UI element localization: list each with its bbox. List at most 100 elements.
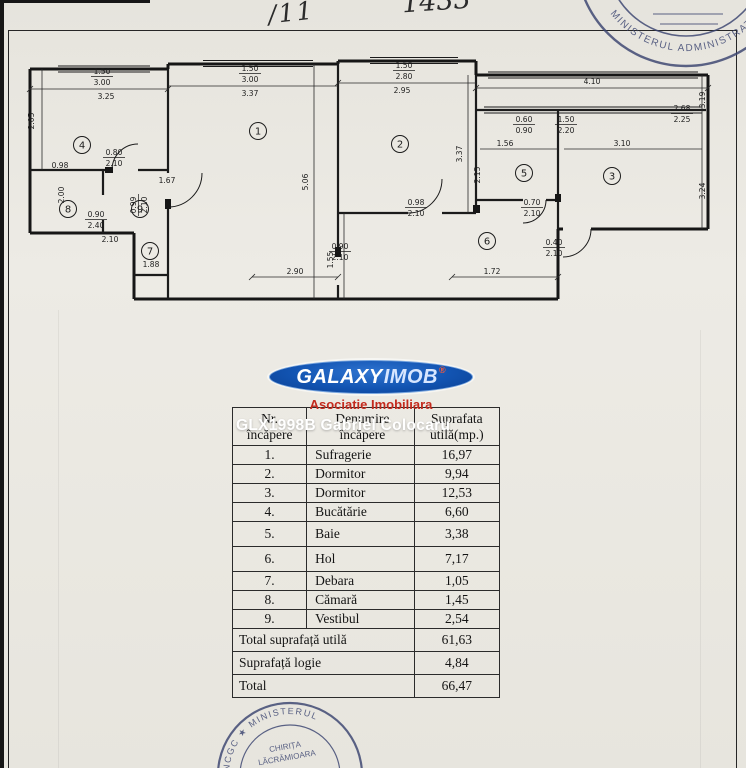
table-cell: Total suprafață utilă xyxy=(232,628,415,652)
stamp-top-right: MINISTERUL ADMINISTRATIEI PUBLICE xyxy=(518,0,746,68)
svg-text:0.60: 0.60 xyxy=(516,115,533,124)
dimension-label: 2.95 xyxy=(394,86,411,95)
svg-text:6: 6 xyxy=(484,237,490,248)
room-numbers: 1 2 3 4 5 6 7 8 9 xyxy=(59,122,621,260)
dimension-label: 2.10 xyxy=(102,235,119,244)
dimension-label: 3.37 xyxy=(242,89,259,98)
svg-text:0.90: 0.90 xyxy=(88,210,105,219)
opening-size-label: 1.502.20 xyxy=(555,115,577,135)
table-cell: 1,45 xyxy=(413,590,501,610)
header-line: Nr. xyxy=(261,410,279,426)
dimension-label: 3.25 xyxy=(98,92,115,101)
dimension-label: 1.55 xyxy=(326,251,335,268)
table-cell: Bucătărie xyxy=(306,502,415,522)
table-cell: 2,54 xyxy=(413,609,501,629)
windows xyxy=(58,57,702,114)
room-number: 5 xyxy=(515,164,533,182)
logo-subtitle: Asociatie Imobiliara xyxy=(309,397,433,412)
opening-size-label: 0.70 2.10 xyxy=(521,198,543,218)
dimension-label: 2.15 xyxy=(473,166,482,183)
svg-text:1.50: 1.50 xyxy=(396,61,413,70)
logo-text-galaxy: GALAXY xyxy=(296,365,383,388)
svg-text:3: 3 xyxy=(609,172,615,183)
header-line: utilă(mp.) xyxy=(430,426,484,442)
table-cell: 12,53 xyxy=(413,483,501,503)
registered-trademark-icon: ® xyxy=(438,365,446,375)
table-cell: Baie xyxy=(306,521,415,547)
svg-text:2.25: 2.25 xyxy=(674,115,691,124)
svg-text:1: 1 xyxy=(255,127,261,138)
table-cell: Dormitor xyxy=(306,464,415,484)
opening-size-label: 1.503.00 xyxy=(239,64,261,84)
dimension-ticks xyxy=(26,79,712,281)
table-cell: 3. xyxy=(231,483,308,503)
opening-size-label: 0.60 0.90 xyxy=(513,115,535,135)
svg-text:0.90: 0.90 xyxy=(516,126,533,135)
svg-text:MINISTERUL ADMINISTRATIEI PUBL: MINISTERUL ADMINISTRATIEI PUBLICE xyxy=(518,0,746,54)
opening-size-label: 1.502.80 xyxy=(393,61,415,81)
table-cell: 7,17 xyxy=(413,546,501,572)
table-cell: 61,63 xyxy=(413,628,501,652)
scan-edge-top xyxy=(0,0,150,3)
dimension-label: 4.10 xyxy=(584,77,601,86)
stamp-bottom: ONCGC ★ MINISTERUL CHIRIȚA LĂCRĂMIOARA xyxy=(210,700,364,768)
table-cell: 1,05 xyxy=(413,571,501,591)
table-cell: 66,47 xyxy=(413,674,501,698)
door-arcs xyxy=(111,143,592,258)
dimension-label: 2.05 xyxy=(27,112,36,129)
wall-piers xyxy=(105,167,561,257)
svg-text:2: 2 xyxy=(397,140,403,151)
room-number: 2 xyxy=(391,135,409,153)
room-number: 9 xyxy=(131,200,149,218)
logo-oval: GALAXY IMOB ® xyxy=(269,360,473,394)
logo-text-imob: IMOB xyxy=(383,365,438,388)
svg-text:0.40: 0.40 xyxy=(546,238,563,247)
svg-text:4: 4 xyxy=(79,141,85,152)
svg-text:2.68: 2.68 xyxy=(674,104,691,113)
svg-text:0.80: 0.80 xyxy=(106,148,123,157)
header-line: Denumire xyxy=(335,410,390,426)
dimension-label: 1.88 xyxy=(143,260,160,269)
svg-text:2.10: 2.10 xyxy=(408,209,425,218)
svg-text:2.10: 2.10 xyxy=(524,209,541,218)
room-number: 3 xyxy=(603,167,621,185)
table-cell: Sufragerie xyxy=(306,445,415,465)
opening-size-label: 0.902.40 xyxy=(85,210,107,230)
opening-size-labels: 1.503.001.503.001.502.800.600.901.502.20… xyxy=(85,61,693,262)
svg-text:2.10: 2.10 xyxy=(332,253,349,262)
table-cell: 1. xyxy=(231,445,308,465)
agency-logo: GALAXY IMOB ® Asociatie Imobiliara xyxy=(269,360,473,412)
svg-text:7: 7 xyxy=(147,247,153,258)
dimension-label: 5.06 xyxy=(301,173,310,190)
table-cell: 16,97 xyxy=(413,445,501,465)
svg-text:1.50: 1.50 xyxy=(94,67,111,76)
table-cell: Dormitor xyxy=(306,483,415,503)
interior-walls xyxy=(30,61,706,299)
header-line: Suprafata xyxy=(430,410,483,426)
room-number: 7 xyxy=(141,242,159,260)
header-line: încăpere xyxy=(339,426,386,442)
dimension-label: 1.56 xyxy=(497,139,514,148)
room-number: 6 xyxy=(478,232,496,250)
room-number: 8 xyxy=(59,200,77,218)
opening-size-label: 2.68 2.25 xyxy=(671,104,693,124)
dimension-label: 2.90 xyxy=(287,267,304,276)
table-cell: 7. xyxy=(231,571,308,591)
handwritten-number-slash: /11 xyxy=(266,0,316,30)
table-cell: 2. xyxy=(231,464,308,484)
table-cell: 9. xyxy=(231,609,308,629)
dimension-lines xyxy=(30,64,708,299)
svg-text:1.50: 1.50 xyxy=(558,115,575,124)
stamp-arc-text: MINISTERUL ADMINISTRATIEI PUBLICE xyxy=(518,0,746,54)
scan-artifact-line xyxy=(58,310,59,768)
svg-text:0.70: 0.70 xyxy=(524,198,541,207)
